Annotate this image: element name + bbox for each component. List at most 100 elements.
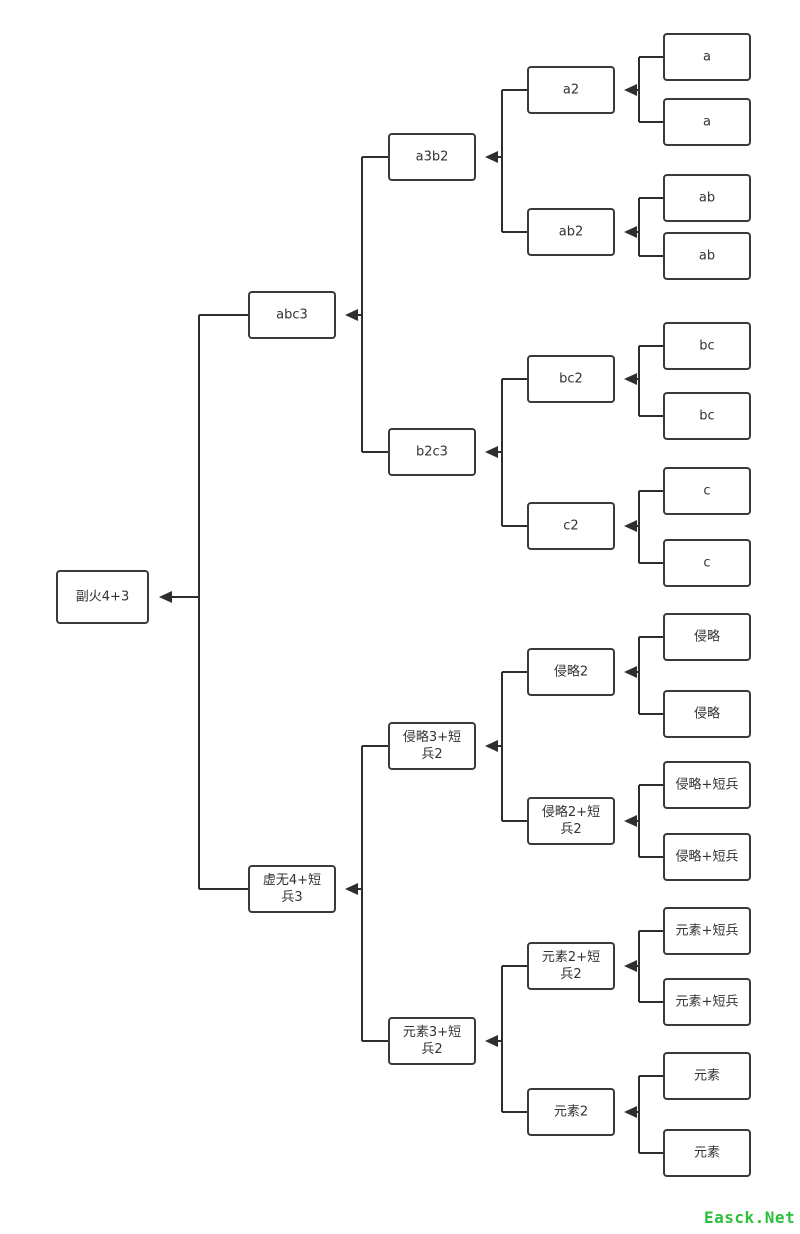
arrowhead-icon <box>624 666 637 678</box>
arrowhead-icon <box>485 740 498 752</box>
node-box <box>663 322 751 370</box>
tree-node: 元素 <box>663 1052 751 1100</box>
tree-node: a2 <box>527 66 615 114</box>
node-box <box>663 174 751 222</box>
tree-node: 副火4+3 <box>56 570 149 624</box>
node-label: 元素2+短 <box>542 950 600 965</box>
node-box <box>663 232 751 280</box>
node-label: a <box>703 50 711 65</box>
tree-node: 元素+短兵 <box>663 978 751 1026</box>
node-box <box>663 467 751 515</box>
node-label: 副火4+3 <box>76 590 129 605</box>
arrowhead-icon <box>345 309 358 321</box>
tree-node: 元素3+短兵2 <box>388 1017 476 1065</box>
node-box <box>663 98 751 146</box>
node-box <box>388 1017 476 1065</box>
node-label: 侵略+短兵 <box>676 777 739 793</box>
tree-node: ab2 <box>527 208 615 256</box>
arrowhead-icon <box>624 1106 637 1118</box>
node-label: 兵2 <box>421 1042 442 1057</box>
node-box <box>388 722 476 770</box>
tree-node: 虚无4+短兵3 <box>248 865 336 913</box>
tree-node: c2 <box>527 502 615 550</box>
node-label: bc <box>699 409 714 424</box>
node-label: 元素+短兵 <box>676 995 739 1010</box>
tree-node: ab <box>663 232 751 280</box>
node-label: 兵2 <box>421 747 442 762</box>
arrowhead-icon <box>345 883 358 895</box>
node-box <box>56 570 149 624</box>
tree-node: bc <box>663 322 751 370</box>
arrowhead-icon <box>624 960 637 972</box>
node-box <box>527 208 615 256</box>
node-label: c <box>703 484 710 499</box>
node-box <box>663 33 751 81</box>
tree-node: 侵略2+短兵2 <box>527 797 615 845</box>
node-box <box>388 133 476 181</box>
node-layer: 副火4+3abc3a3b2a2aaab2ababb2c3bc2bcbcc2cc虚… <box>56 33 751 1177</box>
tree-node: 侵略+短兵 <box>663 761 751 809</box>
node-box <box>663 690 751 738</box>
tree-node: b2c3 <box>388 428 476 476</box>
node-box <box>663 392 751 440</box>
tree-node: c <box>663 539 751 587</box>
node-label: 兵3 <box>281 890 302 905</box>
node-label: 元素2 <box>554 1105 588 1120</box>
arrowhead-icon <box>624 520 637 532</box>
tree-node: 侵略 <box>663 690 751 738</box>
node-label: abc3 <box>276 308 308 323</box>
node-box <box>663 539 751 587</box>
tree-node: 元素2+短兵2 <box>527 942 615 990</box>
arrowhead-icon <box>485 151 498 163</box>
node-box <box>527 355 615 403</box>
arrowhead-icon <box>485 446 498 458</box>
tree-node: a <box>663 98 751 146</box>
node-label: 侵略3+短 <box>403 729 461 745</box>
node-label: 元素+短兵 <box>676 924 739 939</box>
node-box <box>527 648 615 696</box>
node-label: 侵略2+短 <box>542 804 600 820</box>
arrowhead-icon <box>159 591 172 603</box>
tree-node: c <box>663 467 751 515</box>
node-label: 元素 <box>694 1069 720 1084</box>
node-label: bc <box>699 339 714 354</box>
node-label: 兵2 <box>560 822 581 837</box>
arrowhead-icon <box>624 84 637 96</box>
node-label: ab <box>699 191 715 206</box>
node-label: 侵略2 <box>554 664 588 680</box>
tree-node: 元素 <box>663 1129 751 1177</box>
tree-node: 侵略+短兵 <box>663 833 751 881</box>
tree-node: abc3 <box>248 291 336 339</box>
watermark: Easck.Net <box>704 1208 796 1227</box>
tree-node: a3b2 <box>388 133 476 181</box>
arrowhead-icon <box>624 373 637 385</box>
node-box <box>248 291 336 339</box>
arrowhead-icon <box>624 226 637 238</box>
tree-node: 侵略3+短兵2 <box>388 722 476 770</box>
node-label: 元素 <box>694 1146 720 1161</box>
node-label: a <box>703 115 711 130</box>
node-label: c <box>703 556 710 571</box>
node-box <box>663 907 751 955</box>
connector-layer <box>159 56 664 1154</box>
node-label: a3b2 <box>416 150 449 165</box>
node-box <box>663 978 751 1026</box>
tree-node: 元素2 <box>527 1088 615 1136</box>
node-box <box>527 1088 615 1136</box>
tree-node: 侵略2 <box>527 648 615 696</box>
node-label: 侵略 <box>694 706 720 722</box>
node-box <box>663 1052 751 1100</box>
node-label: c2 <box>563 519 578 534</box>
tree-node: 侵略 <box>663 613 751 661</box>
node-label: b2c3 <box>416 445 448 460</box>
node-box <box>527 502 615 550</box>
node-label: 侵略 <box>694 629 720 645</box>
node-box <box>527 797 615 845</box>
node-box <box>663 833 751 881</box>
node-label: a2 <box>563 83 579 98</box>
node-box <box>527 942 615 990</box>
node-box <box>248 865 336 913</box>
node-box <box>388 428 476 476</box>
tree-node: ab <box>663 174 751 222</box>
